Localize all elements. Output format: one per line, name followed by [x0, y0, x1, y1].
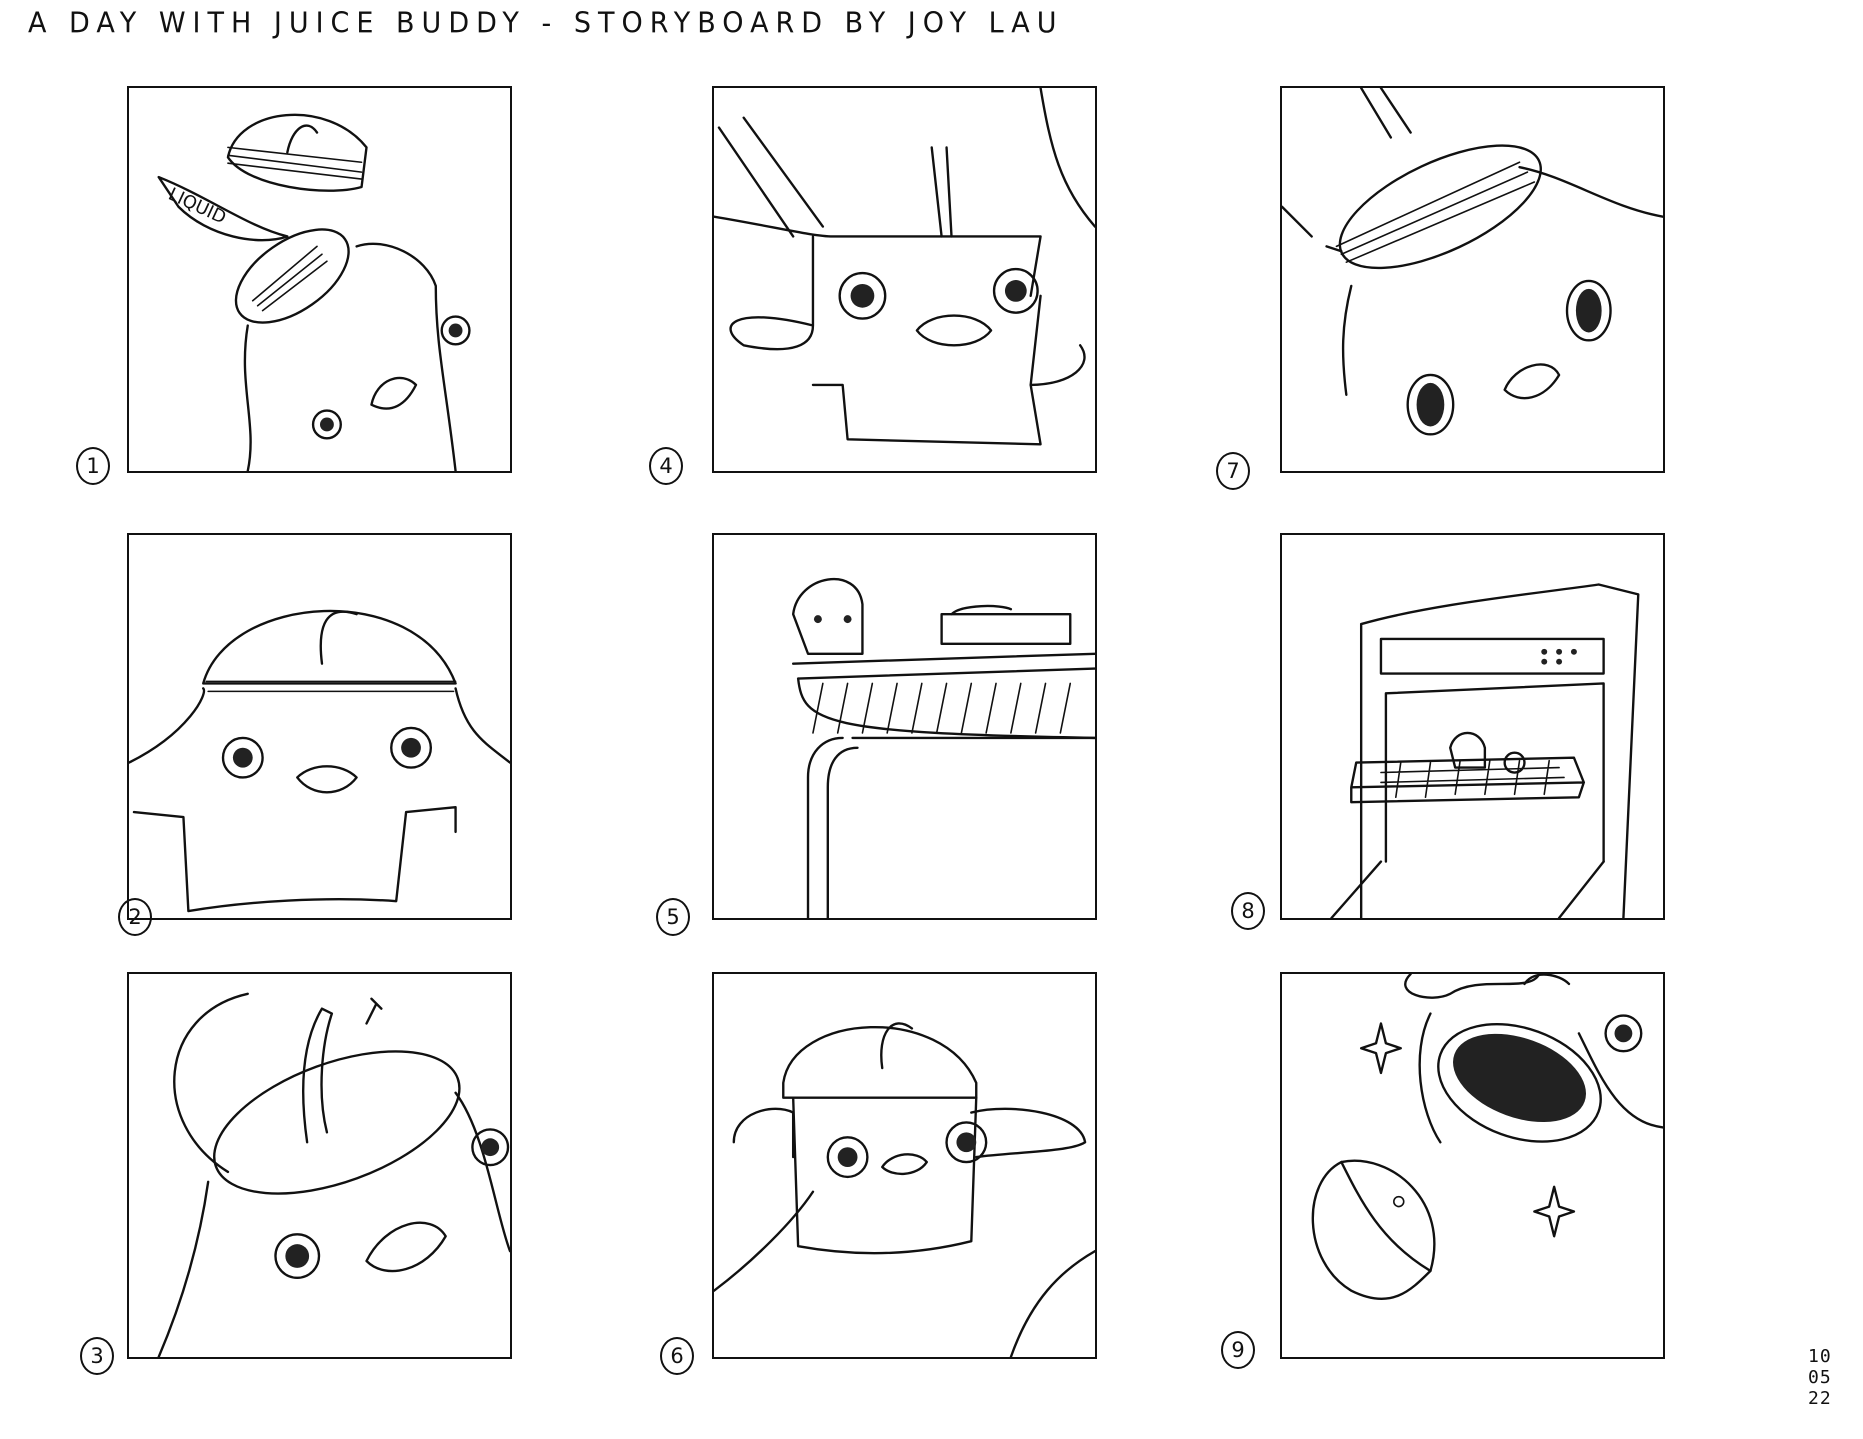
- panel-3-number: 3: [80, 1337, 114, 1375]
- panel-7-sketch: [1282, 88, 1663, 436]
- panel-5: [712, 533, 1097, 920]
- date-month: 10: [1808, 1346, 1832, 1367]
- panel-6: [712, 972, 1097, 1359]
- date-year: 22: [1808, 1388, 1832, 1409]
- panel-8-number: 8: [1231, 892, 1265, 930]
- panel-8-sketch: [1330, 583, 1640, 918]
- panel-9: [1280, 972, 1665, 1359]
- panel-6-sketch: [714, 1022, 1095, 1357]
- panel-1-number: 1: [76, 447, 110, 485]
- panel-5-number: 5: [656, 898, 690, 936]
- panel-2: [127, 533, 512, 920]
- panel-1: LIQUID: [127, 86, 512, 473]
- panel-4-sketch: [714, 88, 1095, 446]
- panel-4-number: 4: [649, 447, 683, 485]
- panel-1-sketch: LIQUID: [157, 113, 471, 471]
- panel-2-number: 2: [118, 898, 152, 936]
- panel-3-sketch: [157, 992, 510, 1357]
- panel-6-number: 6: [660, 1337, 694, 1375]
- panel-8: [1280, 533, 1665, 920]
- panel-3: [127, 972, 512, 1359]
- panel-5-sketch: [791, 577, 1095, 918]
- panel-9-number: 9: [1221, 1331, 1255, 1369]
- storyboard-title: A DAY WITH JUICE BUDDY - STORYBOARD BY J…: [28, 7, 1064, 40]
- date-day: 05: [1808, 1367, 1832, 1388]
- date-stamp: 10 05 22: [1808, 1346, 1848, 1409]
- panel-7-number: 7: [1216, 452, 1250, 490]
- panel-7: [1280, 86, 1665, 473]
- panel-9-sketch: [1311, 974, 1663, 1301]
- panel-4: [712, 86, 1097, 473]
- panel-2-sketch: [129, 609, 510, 913]
